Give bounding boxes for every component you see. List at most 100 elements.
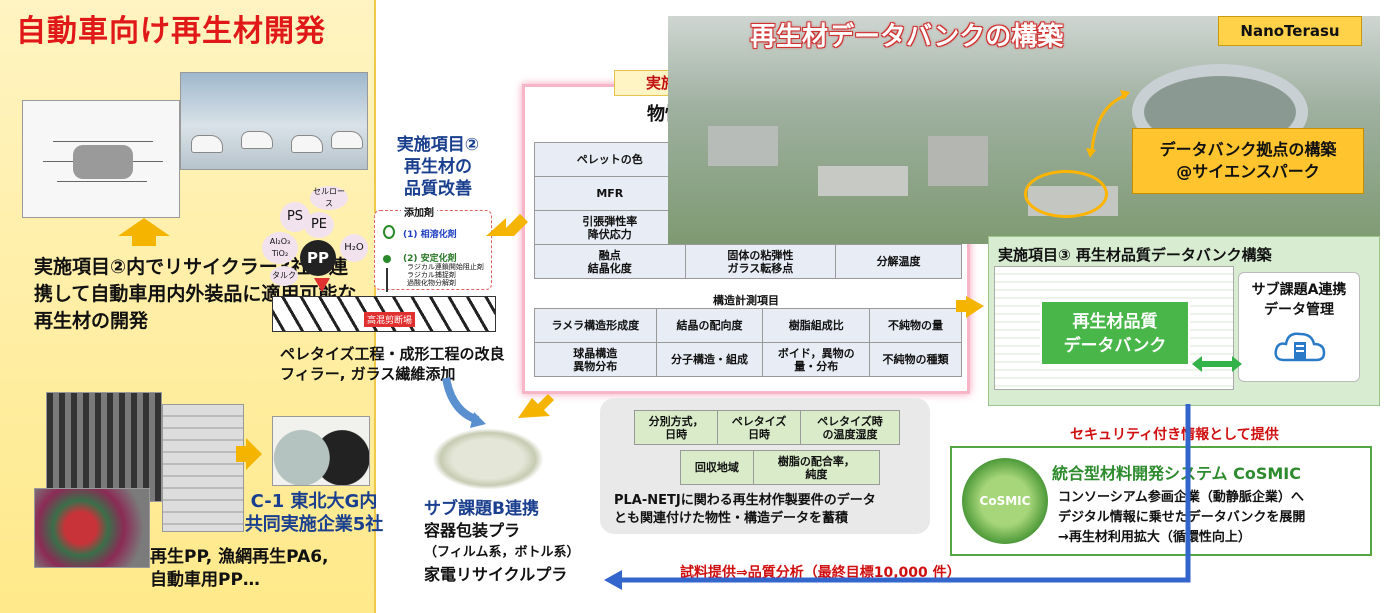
recycle-racks-photo [162,404,244,532]
up-arrow-icon [118,218,170,236]
table-cell: 分子構造・組成 [655,342,764,377]
car-parts-shape [73,145,133,179]
fishing-nets-photo [34,488,150,568]
car-shape [331,131,363,149]
recycled-coils-photo [46,392,162,502]
table-cell: 樹脂組成比 [762,308,871,343]
hub-line2: @サイエンスパーク [1176,162,1320,181]
plane-line1: PLA-NETJに関わる再生材作製要件のデータ [614,493,876,508]
table-cell: ラメラ構造形成度 [534,308,657,343]
stabilizer-icon [383,255,391,263]
struct-table: ラメラ構造形成度結晶の配向度樹脂組成比不純物の量球晶構造 異物分布分子構造・組成… [534,308,962,377]
additive-feed-line [386,268,388,292]
plane-line2: とも関連付けた物性・構造データを蓄積 [614,511,849,526]
right-title: 再生材データバンクの構築 [750,22,1064,52]
table-cell: ペレットの色 [534,142,686,177]
cosmic-line2: デジタル情報に乗せたデータバンクを展開 [1058,510,1306,525]
additive-sub-2: ラジカル捕捉剤 [407,271,456,279]
shear-label: 高混剪断場 [364,312,416,327]
subA-line1: サブ課題A連携 [1251,282,1347,298]
security-label: セキュリティ付き情報として提供 [1070,427,1279,443]
double-arrow-icon [1192,356,1242,372]
materials-line1: 再生PP, 漁網再生PA6, [150,547,329,567]
left-materials: 再生PP, 漁網再生PA6, 自動車用PP… [150,546,329,592]
bottom-flow-label: 試料提供⇒品質分析（最終目標10,000 件） [680,565,961,581]
table-cell: MFR [534,176,686,211]
recycled-pellets-photo [272,416,370,486]
table-cell: 樹脂の配合率， 純度 [752,450,881,485]
bubble-water: H₂O [340,234,368,262]
compatibilizer-icon [383,225,395,239]
building-shape [708,126,778,166]
car-parts-diagram [22,100,180,218]
nanoterasu-label: NanoTerasu [1218,16,1362,46]
additive-1: (1) 相溶化剤 [403,230,457,240]
plane-table-row2: 回収地域樹脂の配合率， 純度 [680,450,881,485]
plane-table-row1: 分別方式， 日時ペレタイズ 日時ペレタイズ時 の温度湿度 [633,410,901,445]
cosmic-line1: コンソーシアム参画企業（動静脈企業）へ [1058,490,1304,505]
additive-sub-3: 過酸化物分解剤 [407,279,456,287]
table-cell: ペレタイズ時 の温度湿度 [799,410,901,445]
building-shape [928,136,988,186]
table-cell: 分別方式， 日時 [633,410,719,445]
table-row: 分別方式， 日時ペレタイズ 日時ペレタイズ時 の温度湿度 [633,410,901,445]
building-shape [818,166,908,196]
process-line2: フィラー, ガラス繊維添加 [280,365,456,383]
bubble-pe: PE [304,212,334,238]
arrow-to-pellets-head [470,412,486,428]
additive-2: (2) 安定化剤 [403,254,457,264]
table-cell: 分解温度 [835,244,962,279]
cosmic-text: コンソーシアム参画企業（動静脈企業）へ デジタル情報に乗せたデータバンクを展開 … [1058,488,1305,548]
down-arrow-icon [314,278,330,292]
item2-line1: 実施項目② [396,135,480,155]
hub-line1: データバンク拠点の構築 [1159,140,1337,159]
bubble-cellulose: セルロース [310,186,348,210]
additive-2-sub: ラジカル連鎖開始阻止剤 ラジカル捕捉剤 過酸化物分解剤 [407,263,484,287]
c1-line1: C-1 東北大G内 [250,491,378,512]
bubble-oxides: Al₂O₃ TiO₂ [262,232,298,264]
bubble-talc: タルク [270,266,298,286]
table-cell: 不純物の種類 [869,342,962,377]
car-shape [191,135,223,153]
table-cell: 回収地域 [680,450,754,485]
hub-box: データバンク拠点の構築 @サイエンスパーク [1132,128,1364,194]
factory-photo [180,72,368,170]
blue-flow-arrowhead [604,570,622,590]
struct-heading: 構造計測項目 [713,294,779,307]
table-cell: 結晶の配向度 [655,308,764,343]
subB-title: サブ課題B連携 [424,499,539,519]
bank-line1: 再生材品質 [1072,312,1158,332]
materials-line2: 自動車用PP… [150,570,260,590]
arrow-to-pellets [442,377,480,424]
table-cell: 球晶構造 異物分布 [534,342,657,377]
up-arrow-stem [132,236,156,246]
table-row: ラメラ構造形成度結晶の配向度樹脂組成比不純物の量 [534,308,962,343]
subA-box [1238,272,1360,382]
databank-box: 再生材品質 データバンク [1040,300,1190,366]
left-title: 自動車向け再生材開発 [16,14,326,49]
arrow-to-qa [518,394,554,418]
subB-line1: 容器包装プラ [424,521,521,540]
table-row: 融点 結晶化度固体の粘弾性 ガラス転移点分解温度 [534,244,962,279]
table-cell: 融点 結晶化度 [534,244,686,279]
pp-circle: PP [300,240,336,276]
item2-line2: 再生材の [404,157,472,177]
additive-box: 添加剤 (1) 相溶化剤 (2) 安定化剤 ラジカル連鎖開始阻止剤 ラジカル捕捉… [374,204,492,290]
cloud-server-icon [1274,332,1326,362]
additive-sub-1: ラジカル連鎖開始阻止剤 [407,263,484,271]
cosmic-title: 統合型材料開発システム CoSMIC [1052,464,1301,483]
hub-ellipse [1024,170,1108,218]
car-shape [241,131,273,149]
table-cell: 固体の粘弾性 ガラス転移点 [684,244,837,279]
right-arrow-stem [236,446,248,462]
subB-line2: （フィルム系，ボトル系） [424,545,580,560]
plane-text: PLA-NETJに関わる再生材作製要件のデータ とも関連付けた物性・構造データを… [614,492,926,528]
process-text: ペレタイズ工程・成形工程の改良 フィラー, ガラス繊維添加 [280,344,505,384]
item3-title: 実施項目③ 再生材品質データバンク構築 [998,246,1272,264]
subB-line3: 家電リサイクルプラ [424,565,568,584]
item2-title: 実施項目② 再生材の 品質改善 [386,134,490,200]
diagram-line [57,181,147,182]
table-cell: ペレタイズ 日時 [717,410,801,445]
process-line1: ペレタイズ工程・成形工程の改良 [280,345,505,363]
table-cell: ボイド，異物の 量・分布 [762,342,871,377]
